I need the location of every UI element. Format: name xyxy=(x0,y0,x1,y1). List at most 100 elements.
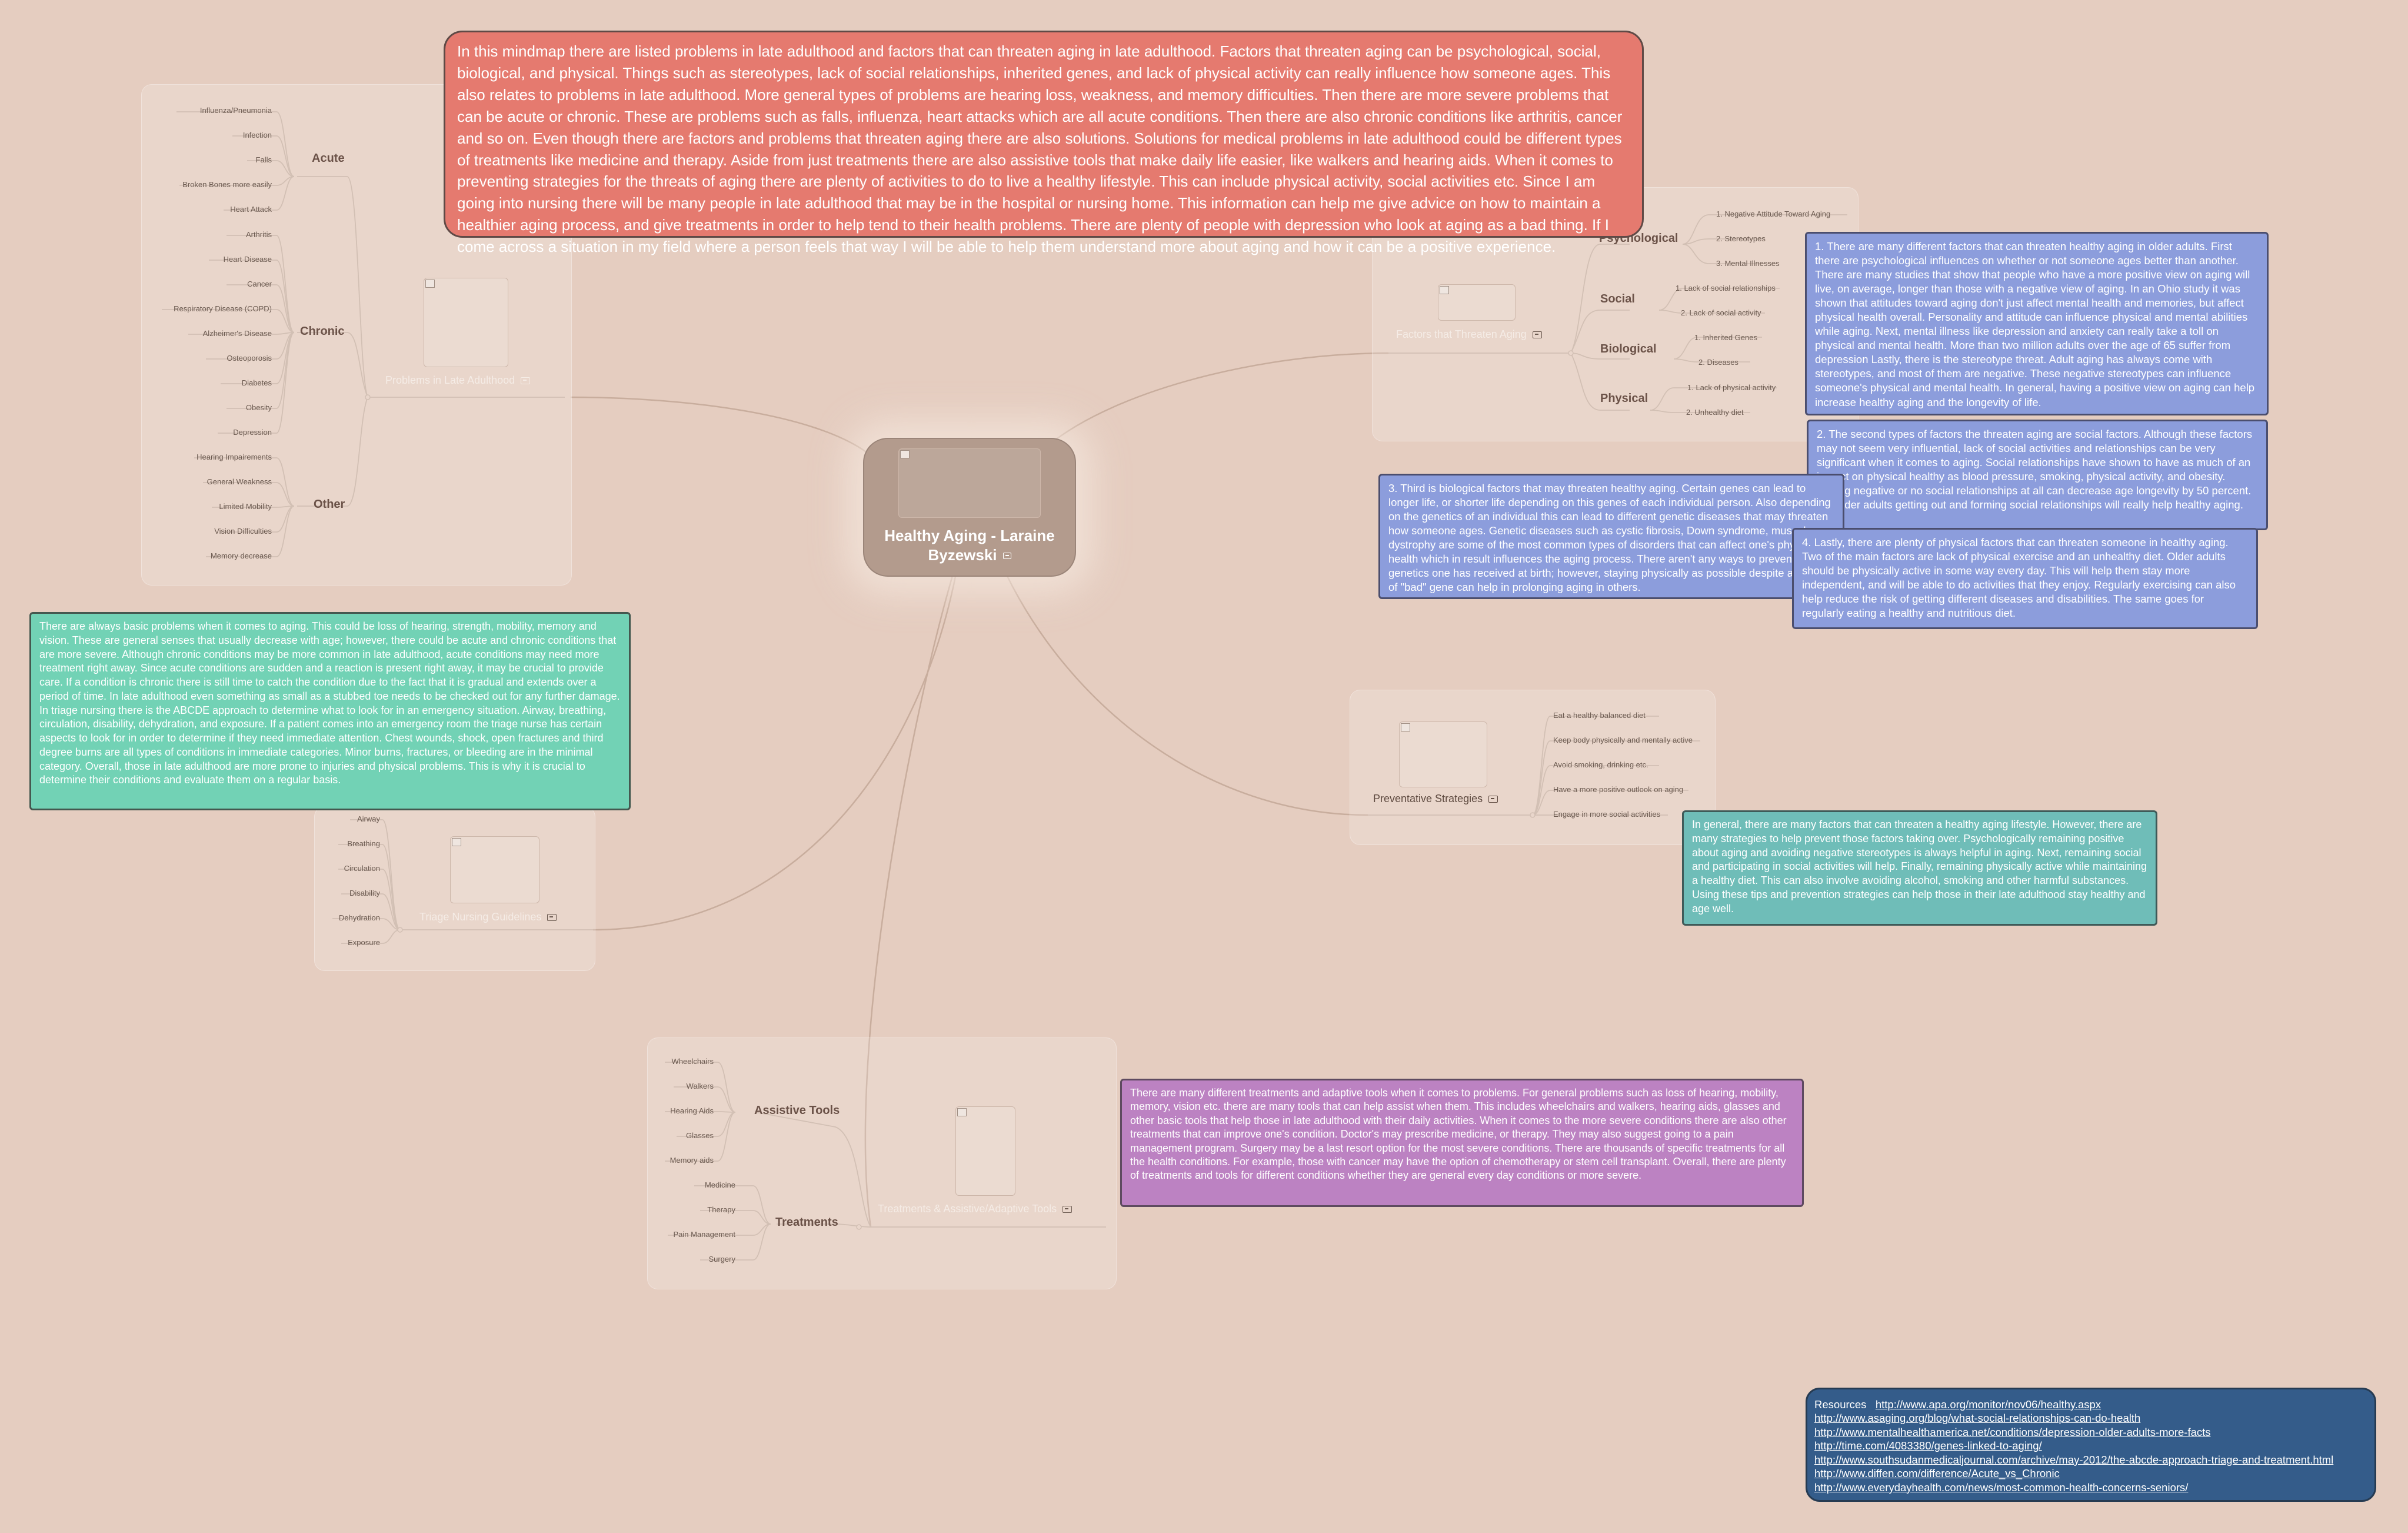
problems-note: There are always basic problems when it … xyxy=(29,612,631,810)
leaf-item[interactable]: Avoid smoking, drinking etc. xyxy=(1553,760,1648,769)
resource-link[interactable]: http://time.com/4083380/genes-linked-to-… xyxy=(1814,1439,2042,1452)
intro-note: In this mindmap there are listed problem… xyxy=(444,31,1644,255)
factors-image xyxy=(1438,284,1516,321)
resource-link[interactable]: http://www.asaging.org/blog/what-social-… xyxy=(1814,1412,2141,1425)
leaf-item[interactable]: Disability xyxy=(349,889,380,897)
preventative-panel xyxy=(1350,690,1716,845)
leaf-item[interactable]: Exposure xyxy=(348,938,380,947)
leaf-item[interactable]: Wheelchairs xyxy=(671,1057,714,1066)
triage-topic[interactable]: Triage Nursing Guidelines xyxy=(419,911,557,923)
triage-image xyxy=(450,836,539,903)
leaf-item[interactable]: 2. Diseases xyxy=(1698,358,1738,367)
leaf-item[interactable]: Airway xyxy=(357,814,380,823)
leaf-item[interactable]: Hearing Impairements xyxy=(196,453,272,461)
factor-note-2: 2. The second types of factors the threa… xyxy=(1807,420,2268,530)
leaf-item[interactable]: Arthritis xyxy=(245,230,272,239)
leaf-item[interactable]: Falls xyxy=(255,155,272,164)
triage-panel xyxy=(314,806,595,971)
branch-triage xyxy=(592,573,957,931)
leaf-item[interactable]: Heart Disease xyxy=(223,255,272,264)
leaf-item[interactable]: 1. Lack of social relationships xyxy=(1676,284,1776,292)
leaf-item[interactable]: 2. Lack of social activity xyxy=(1681,308,1761,317)
leaf-item[interactable]: 2. Unhealthy diet xyxy=(1686,408,1744,417)
leaf-item[interactable]: 2. Stereotypes xyxy=(1716,234,1766,243)
leaf-item[interactable]: Hearing Aids xyxy=(670,1106,714,1115)
resource-link[interactable]: http://www.apa.org/monitor/nov06/healthy… xyxy=(1875,1398,2101,1411)
group-assistive-tools[interactable]: Assistive Tools xyxy=(754,1104,840,1117)
leaf-item[interactable]: Respiratory Disease (COPD) xyxy=(174,304,272,313)
note-icon[interactable] xyxy=(521,377,531,385)
note-icon[interactable] xyxy=(547,914,557,922)
leaf-item[interactable]: Keep body physically and mentally active xyxy=(1553,736,1693,744)
leaf-item[interactable]: Cancer xyxy=(247,280,272,288)
group-treatments[interactable]: Treatments xyxy=(775,1216,838,1229)
note-icon[interactable] xyxy=(1063,1206,1073,1213)
leaf-item[interactable]: Limited Mobility xyxy=(219,502,272,511)
preventative-image xyxy=(1399,721,1487,787)
leaf-item[interactable]: Have a more positive outlook on aging xyxy=(1553,785,1684,794)
leaf-item[interactable]: Circulation xyxy=(344,864,380,873)
central-title: Healthy Aging - Laraine Byzewski xyxy=(884,527,1055,564)
resource-link[interactable]: http://www.diffen.com/difference/Acute_v… xyxy=(1814,1467,2060,1480)
leaf-item[interactable]: Diabetes xyxy=(241,378,272,387)
leaf-item[interactable]: Medicine xyxy=(704,1180,735,1189)
leaf-item[interactable]: Depression xyxy=(233,428,272,437)
leaf-item[interactable]: 3. Mental Illnesses xyxy=(1716,259,1780,268)
leaf-item[interactable]: Engage in more social activities xyxy=(1553,810,1661,819)
group-chronic[interactable]: Chronic xyxy=(300,325,345,338)
resource-link[interactable]: http://www.everydayhealth.com/news/most-… xyxy=(1814,1481,2189,1494)
leaf-item[interactable]: Infection xyxy=(242,131,272,139)
treatments-panel xyxy=(647,1037,1117,1289)
leaf-item[interactable]: Vision Difficulties xyxy=(214,527,272,536)
note-icon[interactable] xyxy=(1532,331,1542,339)
leaf-item[interactable]: Obesity xyxy=(245,403,272,412)
note-icon[interactable] xyxy=(1002,553,1011,560)
central-topic[interactable]: Healthy Aging - Laraine Byzewski xyxy=(863,438,1076,577)
leaf-item[interactable]: Influenza/Pneumonia xyxy=(199,106,272,115)
leaf-item[interactable]: Surgery xyxy=(708,1255,735,1263)
resources-note: Resources http://www.apa.org/monitor/nov… xyxy=(1806,1388,2376,1502)
leaf-item[interactable]: Memory decrease xyxy=(210,551,272,560)
note-icon[interactable] xyxy=(1488,796,1498,803)
leaf-item[interactable]: Memory aids xyxy=(670,1156,714,1165)
leaf-item[interactable]: Heart Attack xyxy=(230,205,272,214)
leaf-item[interactable]: Pain Management xyxy=(673,1230,735,1239)
resources-first-line: Resources http://www.apa.org/monitor/nov… xyxy=(1814,1398,2367,1411)
leaf-item[interactable]: Therapy xyxy=(707,1205,735,1214)
resource-link[interactable]: http://www.mentalhealthamerica.net/condi… xyxy=(1814,1425,2211,1438)
group-social[interactable]: Social xyxy=(1600,292,1635,305)
leaf-item[interactable]: Breathing xyxy=(347,839,380,848)
group-physical[interactable]: Physical xyxy=(1600,392,1648,405)
group-other[interactable]: Other xyxy=(314,498,345,511)
resource-link[interactable]: http://www.southsudanmedicaljournal.com/… xyxy=(1814,1453,2334,1466)
treatments-topic[interactable]: Treatments & Assistive/Adaptive Tools xyxy=(878,1203,1073,1215)
leaf-item[interactable]: Walkers xyxy=(686,1082,714,1090)
branch-treatments xyxy=(864,573,954,1228)
leaf-item[interactable]: Eat a healthy balanced diet xyxy=(1553,711,1646,720)
leaf-item[interactable]: Glasses xyxy=(686,1131,714,1140)
group-biological[interactable]: Biological xyxy=(1600,342,1657,355)
leaf-item[interactable]: 1. Inherited Genes xyxy=(1694,333,1757,342)
leaf-item[interactable]: Broken Bones more easily xyxy=(182,180,272,189)
treatments-image xyxy=(955,1106,1015,1196)
leaf-item[interactable]: 1. Lack of physical activity xyxy=(1687,383,1776,392)
branch-preventative xyxy=(1005,573,1368,816)
treatments-note: There are many different treatments and … xyxy=(1120,1079,1804,1207)
leaf-item[interactable]: General Weakness xyxy=(207,477,272,486)
factors-topic[interactable]: Factors that Threaten Aging xyxy=(1396,328,1542,341)
branch-factors xyxy=(1047,352,1389,447)
group-acute[interactable]: Acute xyxy=(312,152,345,165)
factor-note-1: 1. There are many different factors that… xyxy=(1805,232,2269,415)
leaf-item[interactable]: Dehydration xyxy=(338,913,380,922)
leaf-item[interactable]: Osteoporosis xyxy=(227,354,272,363)
factor-note-4: 4. Lastly, there are plenty of physical … xyxy=(1792,528,2258,629)
problems-topic[interactable]: Problems in Late Adulthood xyxy=(385,374,531,387)
preventative-topic[interactable]: Preventative Strategies xyxy=(1373,793,1498,805)
problems-image xyxy=(424,278,508,367)
leaf-item[interactable]: Alzheimer's Disease xyxy=(202,329,272,338)
branch-problems xyxy=(570,396,868,454)
leaf-item[interactable]: 1. Negative Attitude Toward Aging xyxy=(1716,210,1831,218)
prevention-note: In general, there are many factors that … xyxy=(1682,810,2157,926)
factor-note-3: 3. Third is biological factors that may … xyxy=(1378,474,1844,599)
